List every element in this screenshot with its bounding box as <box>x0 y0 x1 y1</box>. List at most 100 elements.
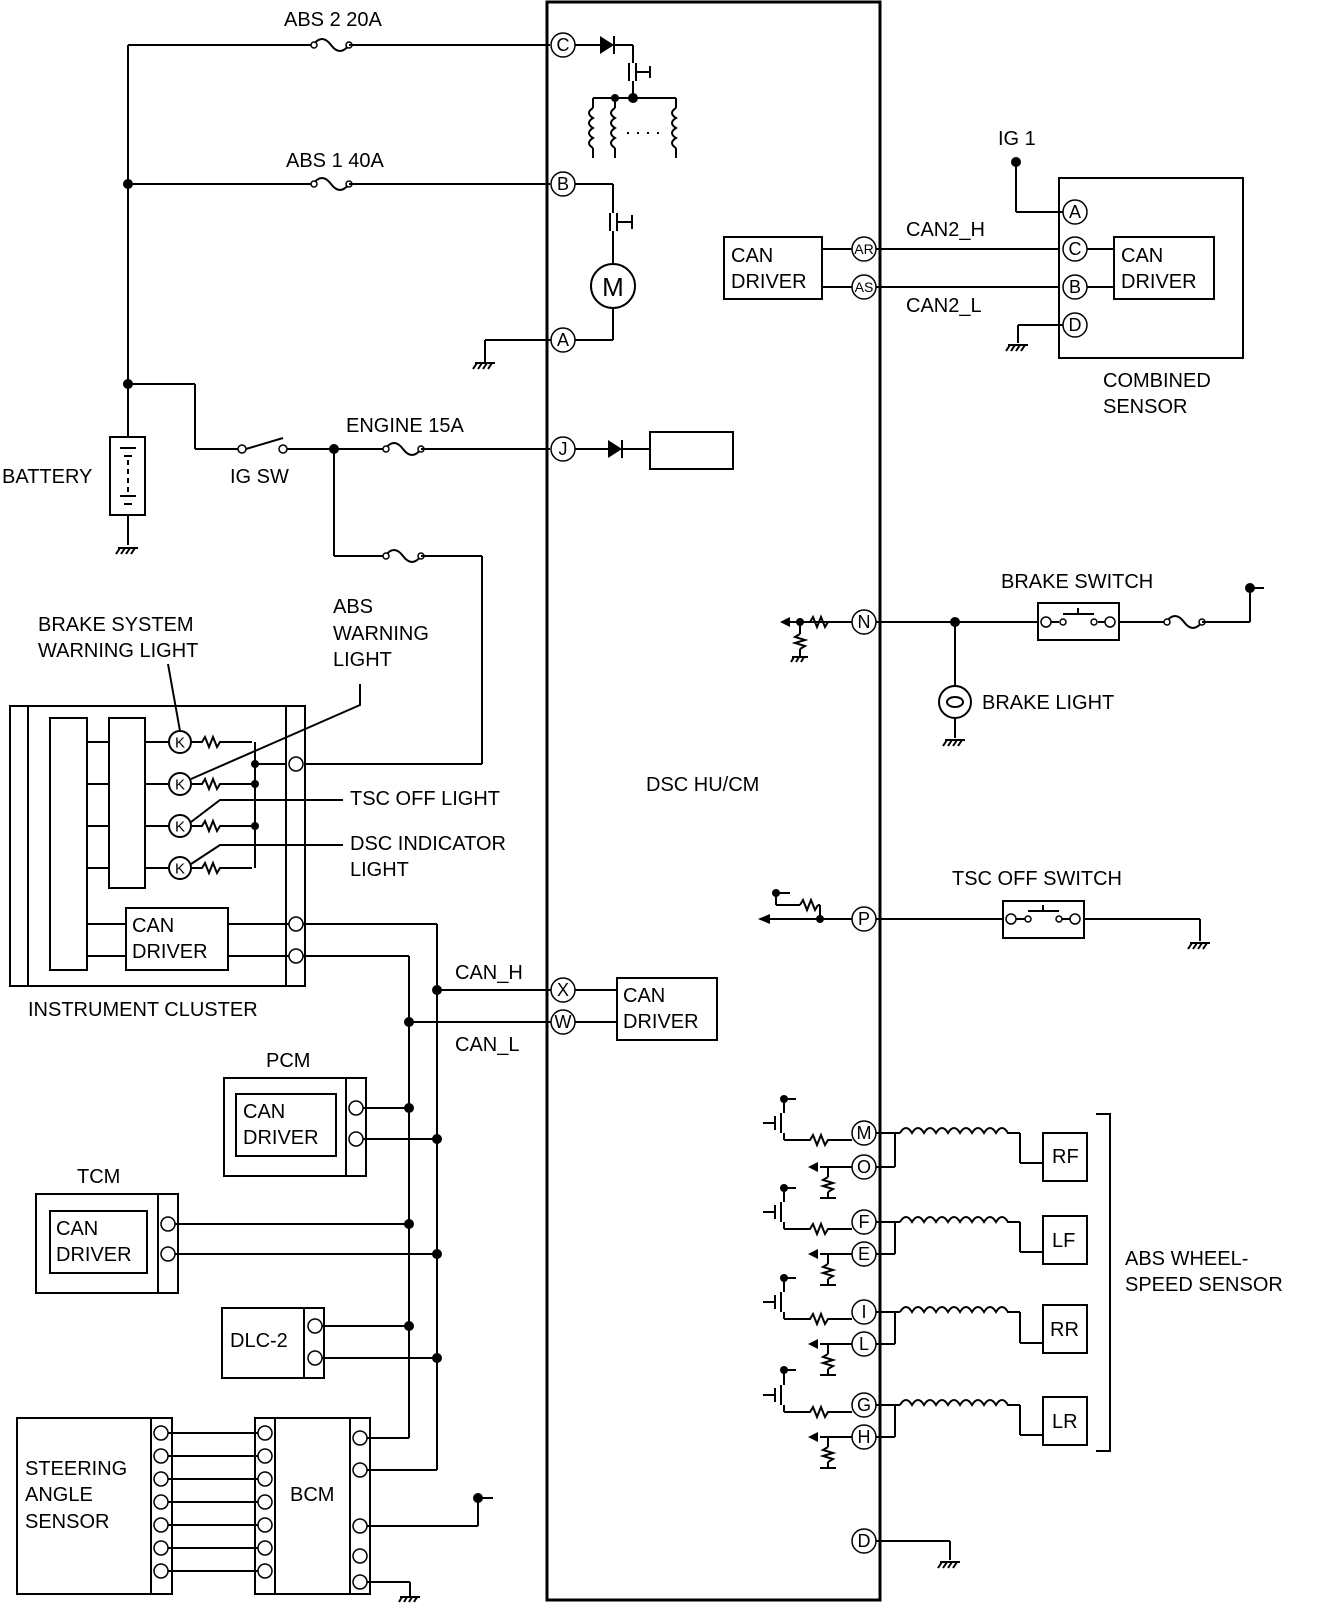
svg-text:BCM: BCM <box>290 1484 334 1506</box>
svg-text:F: F <box>859 1212 870 1232</box>
svg-text:P: P <box>858 909 870 929</box>
can-h-label: CAN_H <box>455 962 523 984</box>
wheel-sensor-rr-circuit <box>763 1274 1043 1376</box>
combined-sensor-pin-a: A <box>1062 199 1088 225</box>
svg-text:A: A <box>557 330 569 350</box>
abs-warning-label-2: WARNING <box>333 623 429 645</box>
instrument-cluster-label: INSTRUMENT CLUSTER <box>28 999 258 1021</box>
svg-text:LF: LF <box>1052 1230 1075 1252</box>
dsc-pin-as: AS <box>851 274 877 300</box>
svg-text:DRIVER: DRIVER <box>1121 271 1197 293</box>
brake-switch-label: BRAKE SWITCH <box>1001 571 1153 593</box>
ground-icon <box>937 1561 960 1569</box>
dsc-indicator-lamp-icon: K <box>168 856 192 880</box>
dsc-pin-l: L <box>851 1331 877 1357</box>
can2-h-label: CAN2_H <box>906 219 985 241</box>
dsc-pin-x: X <box>550 977 576 1003</box>
svg-text:M: M <box>602 272 624 302</box>
dsc-hu-cm-label: DSC HU/CM <box>646 774 759 796</box>
combined-sensor-label-1: COMBINED <box>1103 370 1211 392</box>
solenoid-coil-icon <box>671 107 678 149</box>
svg-text:DRIVER: DRIVER <box>623 1011 699 1033</box>
dsc-pin-ar: AR <box>851 236 877 262</box>
battery-label: BATTERY <box>2 466 92 488</box>
ig-circuit-box <box>649 431 734 470</box>
svg-text:J: J <box>559 439 568 459</box>
combined-sensor: A C B D CAN DRIVER <box>1058 177 1244 359</box>
svg-text:DRIVER: DRIVER <box>243 1127 319 1149</box>
svg-text:W: W <box>555 1012 572 1032</box>
dsc-pin-w: W <box>550 1009 576 1035</box>
wheel-sensor-rf-circuit <box>763 1095 1043 1199</box>
dsc-hu-cm-box <box>545 0 882 1602</box>
pcm-label: PCM <box>266 1050 310 1072</box>
dsc-pin-p: P <box>851 906 877 932</box>
dsc-pin-c: C <box>550 32 576 58</box>
svg-text:DRIVER: DRIVER <box>132 941 208 963</box>
dsc-pin-e: E <box>851 1241 877 1267</box>
tcm-module: CAN DRIVER <box>35 1193 179 1294</box>
dsc-pin-d: D <box>851 1528 877 1554</box>
tsc-off-switch-label: TSC OFF SWITCH <box>952 868 1122 890</box>
svg-text:K: K <box>175 735 185 752</box>
ground-icon <box>115 547 138 555</box>
svg-text:DRIVER: DRIVER <box>731 271 807 293</box>
tsc-off-light-label: TSC OFF LIGHT <box>350 788 500 810</box>
svg-text:CAN: CAN <box>243 1101 285 1123</box>
svg-text:RF: RF <box>1052 1146 1079 1168</box>
svg-text:D: D <box>858 1531 871 1551</box>
combined-sensor-pin-d: D <box>1062 312 1088 338</box>
wheel-sensor-rr: RR <box>1042 1304 1088 1354</box>
ground-icon <box>398 1596 420 1603</box>
solenoid-coil-icon <box>610 107 617 149</box>
dsc-pin-o: O <box>851 1154 877 1180</box>
dsc-indicator-label-1: DSC INDICATOR <box>350 833 506 855</box>
wheel-sensor-rf: RF <box>1042 1132 1088 1182</box>
dsc-pin-g: G <box>851 1392 877 1418</box>
battery-symbol <box>109 436 146 516</box>
svg-text:AR: AR <box>854 241 873 257</box>
svg-text:CAN: CAN <box>1121 245 1163 267</box>
steering-angle-sensor: STEERING ANGLE SENSOR <box>16 1417 173 1595</box>
svg-text:CAN: CAN <box>132 915 174 937</box>
ground-icon <box>1005 344 1028 352</box>
svg-text:N: N <box>858 612 871 632</box>
svg-text:K: K <box>175 819 185 836</box>
cluster-can-driver: CAN DRIVER <box>125 907 229 971</box>
brake-light-label: BRAKE LIGHT <box>982 692 1114 714</box>
svg-text:LR: LR <box>1052 1411 1078 1433</box>
fuse-engine-label: ENGINE 15A <box>346 415 464 437</box>
combined-sensor-label-2: SENSOR <box>1103 396 1187 418</box>
svg-text:CAN: CAN <box>623 985 665 1007</box>
fuse-abs2-label: ABS 2 20A <box>284 9 383 31</box>
abs-warning-lamp-icon: K <box>168 772 192 796</box>
svg-text:H: H <box>858 1427 871 1447</box>
svg-text:ANGLE: ANGLE <box>25 1484 93 1506</box>
dsc-pin-h: H <box>851 1424 877 1450</box>
dsc-pin-n: N <box>851 609 877 635</box>
ig-sw-label: IG SW <box>230 466 289 488</box>
svg-text:AS: AS <box>855 279 874 295</box>
fuse-abs1-label: ABS 1 40A <box>286 150 385 172</box>
svg-text:O: O <box>857 1157 871 1177</box>
can-l-label: CAN_L <box>455 1034 519 1056</box>
svg-text:SENSOR: SENSOR <box>25 1511 109 1533</box>
dsc-pin-j: J <box>550 436 576 462</box>
svg-text:K: K <box>175 777 185 794</box>
svg-text:I: I <box>861 1302 866 1322</box>
svg-text:D: D <box>1069 315 1082 335</box>
dsc-pin-b: B <box>550 171 576 197</box>
svg-text:RR: RR <box>1050 1319 1079 1341</box>
diode-icon <box>600 36 614 54</box>
ground-icon <box>472 362 495 370</box>
solenoid-coil-icon <box>588 107 595 149</box>
wheel-sensor-lr-circuit <box>763 1366 1043 1469</box>
diode-icon <box>608 440 622 458</box>
ground-icon <box>942 739 965 747</box>
ig1-label: IG 1 <box>998 128 1036 150</box>
brake-warning-label-1: BRAKE SYSTEM <box>38 614 194 636</box>
svg-text:B: B <box>1069 277 1081 297</box>
svg-text:C: C <box>557 35 570 55</box>
svg-text:M: M <box>857 1123 872 1143</box>
